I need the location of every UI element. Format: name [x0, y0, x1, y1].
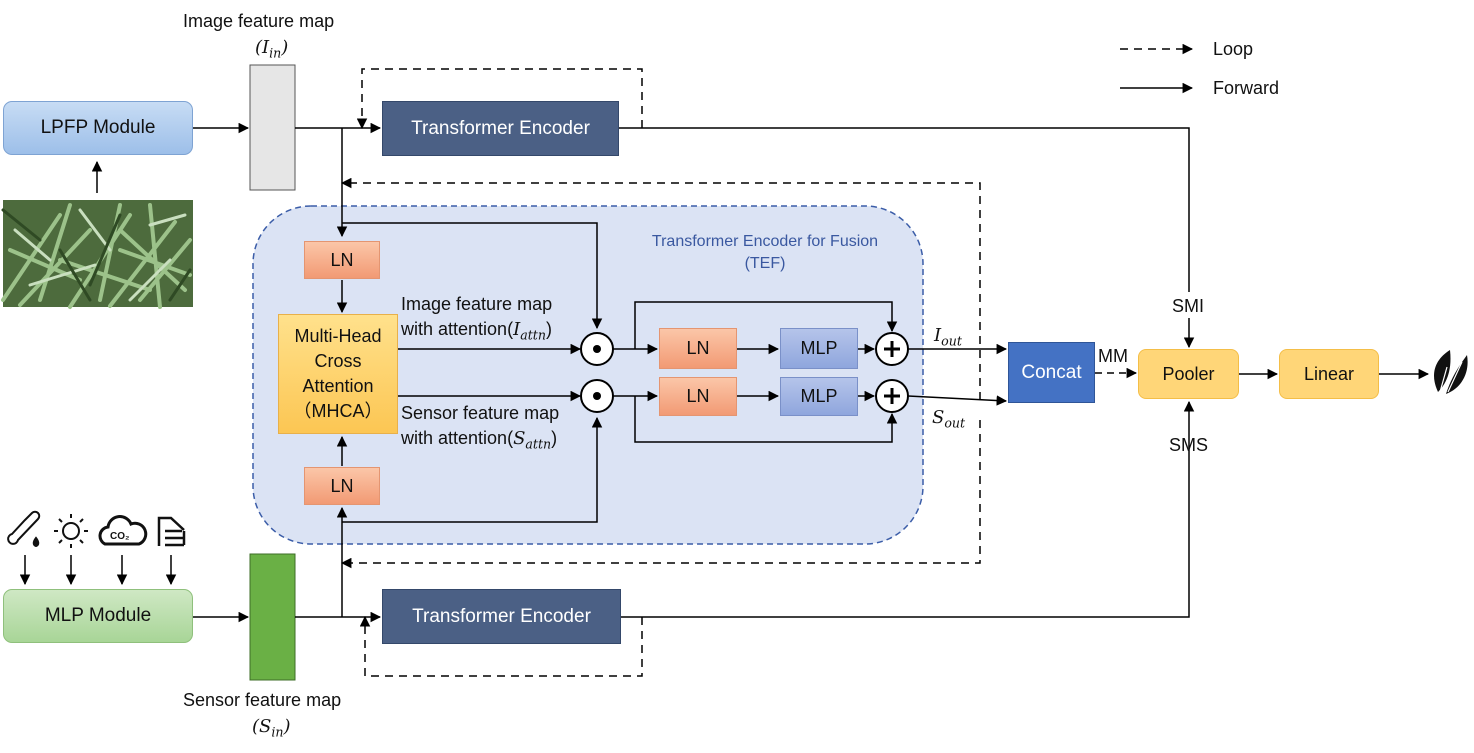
svg-text:CO₂: CO₂	[110, 531, 129, 542]
ln-sensor-branch: LN	[659, 377, 737, 416]
leaves-icon	[1434, 350, 1468, 394]
concat-block: Concat	[1008, 342, 1095, 403]
lpfp-module: LPFP Module	[3, 101, 193, 155]
ln-image-branch: LN	[659, 328, 737, 369]
sensor-feature-map	[249, 553, 296, 681]
co2-cloud-icon: CO₂	[98, 515, 148, 546]
dot-product-icon	[580, 379, 614, 413]
pooler-block: Pooler	[1138, 349, 1239, 399]
sensor-attn-label-line2: with attention(Sattn)	[401, 428, 558, 452]
tef-title: Transformer Encoder for Fusion (TEF)	[651, 233, 879, 272]
mlp-image-branch: MLP	[780, 328, 858, 369]
transformer-encoder-bottom: Transformer Encoder	[382, 589, 621, 644]
add-icon	[875, 379, 909, 413]
mlp-module: MLP Module	[3, 589, 193, 643]
mhca-block: Multi-Head Cross Attention （MHCA）	[278, 314, 398, 434]
legend-loop-label: Loop	[1213, 39, 1254, 59]
soil-sensor-icon	[157, 516, 186, 547]
image-feature-map	[249, 64, 296, 191]
ln-bottom: LN	[304, 467, 380, 505]
s-out-label: Sout	[932, 407, 966, 431]
thermometer-icon	[7, 510, 41, 548]
legend-forward-label: Forward	[1213, 78, 1280, 98]
ln-top: LN	[304, 241, 380, 279]
tef-container	[252, 205, 924, 545]
transformer-encoder-top: Transformer Encoder	[382, 101, 619, 156]
i-out-label: Iout	[934, 325, 962, 349]
image-feature-map-symbol: (Iin)	[255, 37, 289, 61]
dot-product-icon	[580, 332, 614, 366]
image-attn-label-line1: Image feature map	[401, 294, 553, 314]
sms-label: SMS	[1169, 435, 1209, 455]
sensor-feature-map-symbol: (Sin)	[252, 716, 291, 740]
smi-label: SMI	[1172, 296, 1205, 316]
add-icon	[875, 332, 909, 366]
mlp-sensor-branch: MLP	[780, 377, 858, 416]
image-feature-map-title: Image feature map	[183, 11, 335, 31]
image-attn-label-line2: with attention(Iattn)	[401, 319, 552, 343]
mm-label: MM	[1098, 346, 1128, 366]
sensor-feature-map-title: Sensor feature map	[183, 690, 342, 710]
crop-photo	[1, 200, 193, 309]
sun-icon	[54, 514, 88, 548]
sensor-attn-label-line1: Sensor feature map	[401, 403, 560, 423]
linear-block: Linear	[1279, 349, 1379, 399]
